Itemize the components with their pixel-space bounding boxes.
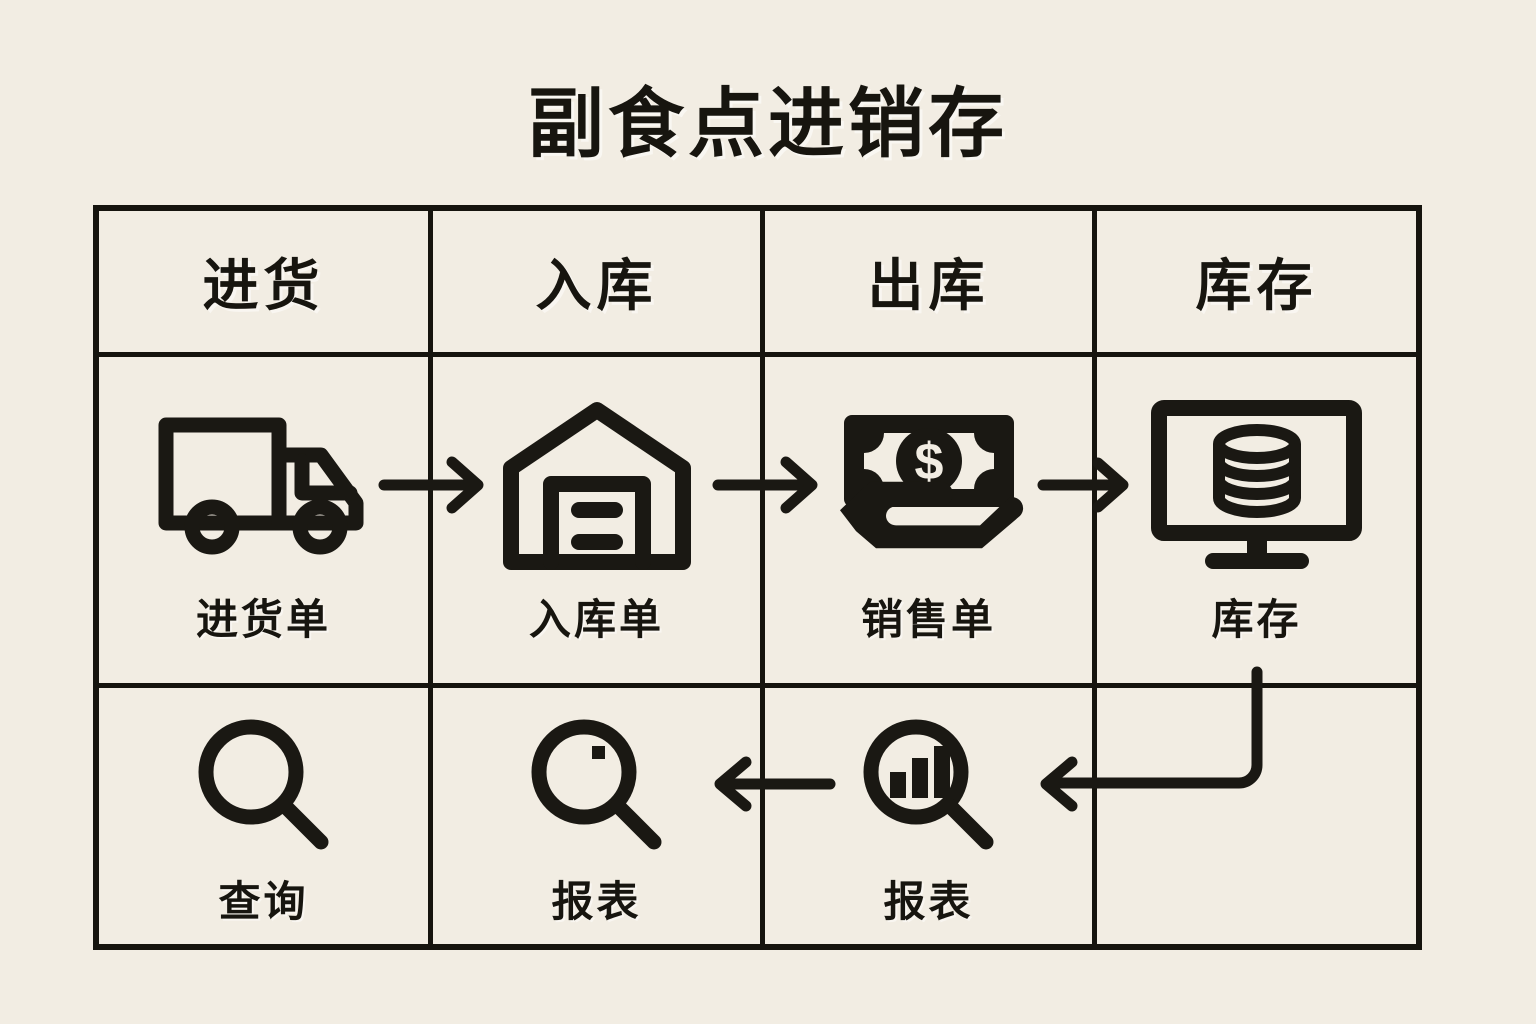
cell-query[interactable]: 查询 <box>99 688 428 950</box>
column-header-inbound[interactable]: 入库 <box>433 211 760 352</box>
grid-vline-1 <box>428 211 433 944</box>
magnifier-bar-chart-icon <box>854 710 1004 860</box>
cell-outbound-report[interactable]: 报表 <box>765 688 1092 950</box>
monitor-database-icon <box>1149 393 1364 578</box>
column-header-outbound[interactable]: 出库 <box>765 211 1092 352</box>
cell-label: 进货单 <box>195 596 331 643</box>
cell-purchase-order[interactable]: 进货单 <box>99 357 428 683</box>
cell-sales-order[interactable]: $ 销售单 <box>765 357 1092 683</box>
cell-stock-overview[interactable]: 库存 <box>1097 357 1416 683</box>
magnifier-icon <box>189 710 339 860</box>
cell-label: 报表 <box>883 877 974 925</box>
delivery-truck-icon <box>154 393 374 578</box>
cell-empty <box>1097 688 1416 950</box>
cell-label: 报表 <box>551 877 642 925</box>
grid-hline-2 <box>99 683 1416 688</box>
column-header-label: 库存 <box>1195 254 1318 317</box>
grid-hline-1 <box>99 352 1416 357</box>
grid-vline-3 <box>1092 211 1097 944</box>
column-header-purchase[interactable]: 进货 <box>99 211 428 352</box>
warehouse-icon <box>497 393 697 578</box>
cell-inbound-order[interactable]: 入库单 <box>433 357 760 683</box>
svg-text:$: $ <box>914 433 943 491</box>
column-header-label: 入库 <box>535 254 658 317</box>
page-title: 副食点进销存 <box>528 82 1008 167</box>
column-header-stock[interactable]: 库存 <box>1097 211 1416 352</box>
cell-label: 销售单 <box>860 596 996 643</box>
column-header-label: 进货 <box>202 254 325 317</box>
cash-in-hand-icon: $ <box>834 393 1024 578</box>
cell-label: 入库单 <box>528 596 664 643</box>
cell-label: 查询 <box>218 877 309 925</box>
magnifier-dot-icon <box>522 710 672 860</box>
column-header-label: 出库 <box>867 254 990 317</box>
cell-label: 库存 <box>1211 596 1302 643</box>
process-matrix: 进货 入库 出库 库存 进货单 <box>93 205 1422 950</box>
cell-inbound-report[interactable]: 报表 <box>433 688 760 950</box>
grid-vline-2 <box>760 211 765 944</box>
